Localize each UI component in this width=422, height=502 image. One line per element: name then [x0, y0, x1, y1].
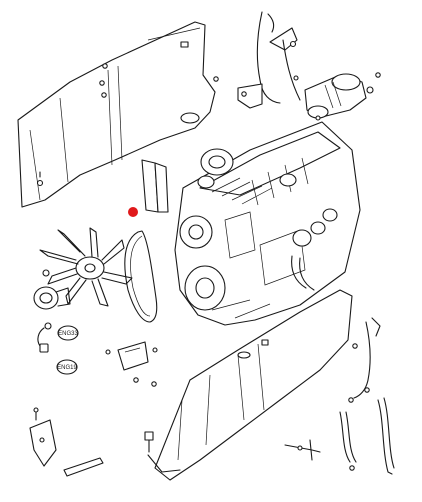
top-bracket-hose[interactable]: [256, 11, 301, 104]
sensor-cable[interactable]: [37, 322, 52, 353]
eng19-label-bubble[interactable]: ENG19: [56, 359, 78, 375]
right-guard-foot: [147, 454, 181, 473]
eng33-label-bubble[interactable]: ENG33: [57, 325, 79, 341]
bottom-pipes[interactable]: [339, 397, 395, 475]
right-guard-panel[interactable]: [154, 289, 353, 481]
lower-center-bolt: [144, 431, 154, 453]
mid-mount-bracket[interactable]: [105, 341, 158, 387]
bottom-bracket-strip[interactable]: [63, 457, 104, 477]
drive-belt[interactable]: [124, 230, 158, 323]
lower-left-plate[interactable]: [29, 419, 57, 467]
eng33-label-text: ENG33: [58, 331, 78, 337]
fan-hub[interactable]: [33, 269, 71, 310]
bottom-bracket-rod[interactable]: [284, 439, 321, 461]
starter-motor[interactable]: [304, 72, 381, 121]
red-marker-dot[interactable]: [128, 207, 138, 217]
cooling-fan[interactable]: [39, 227, 133, 307]
right-hose[interactable]: [352, 317, 381, 399]
vertical-bracket[interactable]: [141, 159, 169, 213]
upper-mount-bracket[interactable]: [237, 83, 263, 109]
left-guard-panel[interactable]: [17, 21, 216, 208]
left-guard-bolts: [36, 63, 219, 187]
eng19-label-text: ENG19: [57, 365, 77, 371]
engine-block[interactable]: [174, 121, 361, 326]
lower-left-bolt: [33, 407, 39, 421]
